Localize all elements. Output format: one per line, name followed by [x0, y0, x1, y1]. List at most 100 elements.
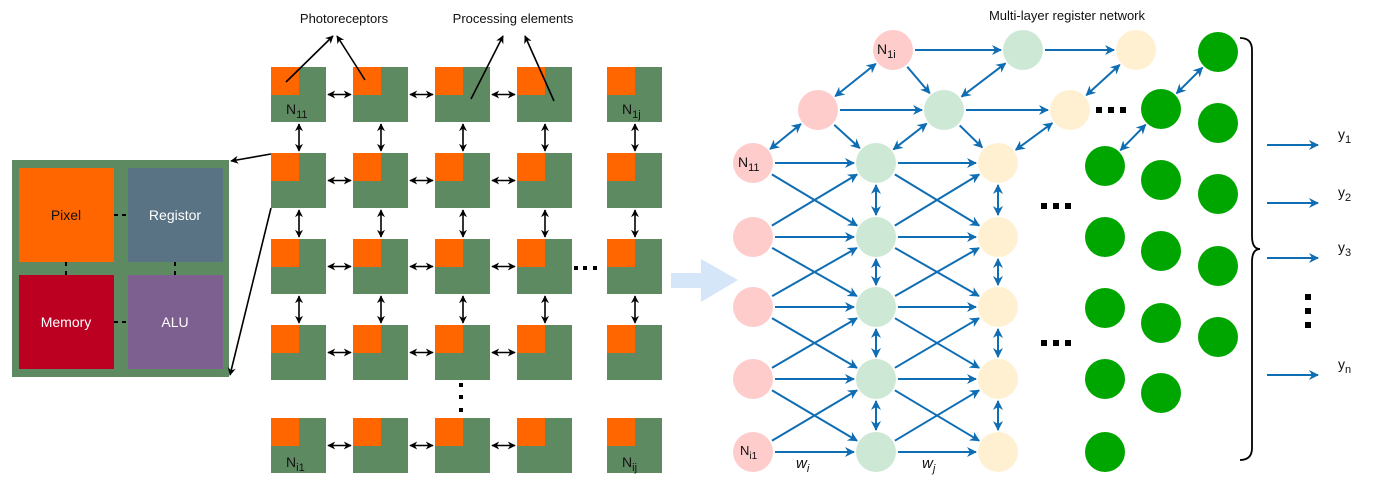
photoreceptor-pointer-1 — [285, 35, 334, 83]
cell-label-n11: N11 — [286, 101, 308, 121]
output-layer-node — [1198, 32, 1238, 72]
edge-arrow — [771, 317, 858, 369]
transition-arrow-icon — [671, 259, 738, 302]
photoreceptor — [435, 418, 463, 446]
photoreceptor — [607, 239, 635, 267]
output-2: y2 — [1267, 184, 1351, 208]
pe-cell — [517, 67, 572, 122]
pixel-block — [19, 168, 114, 262]
pe-array-ellipsis-horizontal — [574, 266, 597, 270]
hidden-node — [856, 287, 896, 327]
pe-cell — [435, 67, 490, 122]
edge-arrow — [833, 124, 861, 149]
output-layer-node — [1141, 231, 1181, 271]
output-label: y1 — [1338, 126, 1351, 146]
pe-cell — [353, 153, 408, 208]
hidden-node — [856, 217, 896, 257]
photoreceptor — [435, 325, 463, 353]
outputs: y1 y2 y3 yn — [1267, 126, 1351, 380]
photoreceptor — [271, 239, 299, 267]
pixel-label: Pixel — [51, 207, 81, 223]
weight-label-wi: wi — [796, 455, 810, 475]
network-ellipsis-2 — [1041, 203, 1071, 209]
photoreceptor — [517, 325, 545, 353]
pe-cell — [517, 239, 572, 294]
pe-array-ellipsis-vertical — [459, 383, 463, 412]
pe-pointer-1 — [470, 35, 504, 100]
photoreceptor — [271, 67, 299, 95]
pe-cell — [353, 239, 408, 294]
photoreceptor — [353, 67, 381, 95]
hidden-node — [1003, 30, 1043, 70]
output-ellipsis-vertical — [1305, 294, 1311, 328]
photoreceptor — [607, 67, 635, 95]
edge-arrow — [771, 389, 858, 442]
depth-link-arrow — [769, 123, 802, 150]
pe-cell — [353, 418, 408, 473]
photoreceptor — [435, 239, 463, 267]
pe-pointer-2 — [524, 35, 555, 102]
photoreceptor — [353, 153, 381, 181]
pe-cell — [607, 325, 662, 380]
pe-cell — [517, 153, 572, 208]
input-node — [733, 217, 773, 257]
pe-cell — [607, 153, 662, 208]
network-edges — [769, 45, 1204, 457]
network-ellipsis-1 — [1096, 107, 1126, 113]
alu-label: ALU — [161, 314, 188, 330]
output-layer-node — [1198, 317, 1238, 357]
photoreceptor — [271, 325, 299, 353]
input-node — [733, 287, 773, 327]
pe-cell — [271, 67, 326, 122]
cell-label-nij: Nij — [622, 454, 637, 474]
edge-arrow — [959, 124, 984, 149]
output-3: y3 — [1267, 239, 1351, 263]
network-labels: Multi-layer register network N1i N11 Ni1… — [738, 8, 1146, 475]
memory-label: Memory — [41, 314, 92, 330]
weight-label-wj: wj — [922, 455, 936, 475]
photoreceptor — [435, 67, 463, 95]
pe-cell — [435, 325, 490, 380]
output-layer-node — [1085, 359, 1125, 399]
depth-link-arrow — [892, 122, 928, 151]
pe-cell — [607, 418, 662, 473]
register-node — [1050, 90, 1090, 130]
register-node — [978, 143, 1018, 183]
edge-arrow — [894, 389, 980, 442]
input-node — [798, 90, 838, 130]
photoreceptors-label: Photoreceptors — [300, 11, 389, 26]
node-label-n11: N11 — [738, 154, 760, 174]
depth-link-arrow — [834, 62, 877, 98]
hidden-node — [856, 359, 896, 399]
output-layer-node — [1085, 288, 1125, 328]
photoreceptor — [271, 153, 299, 181]
edge-arrow — [906, 66, 931, 94]
pe-cell — [607, 67, 662, 122]
photoreceptor — [607, 325, 635, 353]
depth-link-arrow — [1014, 122, 1054, 151]
pe-cell — [607, 239, 662, 294]
photoreceptor — [435, 153, 463, 181]
output-1: y1 — [1267, 126, 1351, 150]
hidden-node — [924, 90, 964, 130]
input-node — [873, 30, 913, 70]
node-label-ni1: Ni1 — [740, 443, 758, 462]
output-layer-node — [1141, 160, 1181, 200]
register-node — [978, 359, 1018, 399]
pe-cell — [271, 153, 326, 208]
output-layer-node — [1085, 432, 1125, 472]
output-layer-node — [1198, 174, 1238, 214]
photoreceptor — [271, 418, 299, 446]
photoreceptor — [517, 418, 545, 446]
pe-cell — [353, 325, 408, 380]
photoreceptor — [607, 418, 635, 446]
output-brace — [1239, 37, 1261, 461]
output-layer-node — [1141, 89, 1181, 129]
node-label-n1i: N1i — [877, 41, 896, 61]
hidden-node — [856, 143, 896, 183]
edge-arrow — [771, 173, 859, 227]
photoreceptor — [353, 325, 381, 353]
pe-cell — [271, 418, 326, 473]
output-4: yn — [1267, 356, 1351, 380]
